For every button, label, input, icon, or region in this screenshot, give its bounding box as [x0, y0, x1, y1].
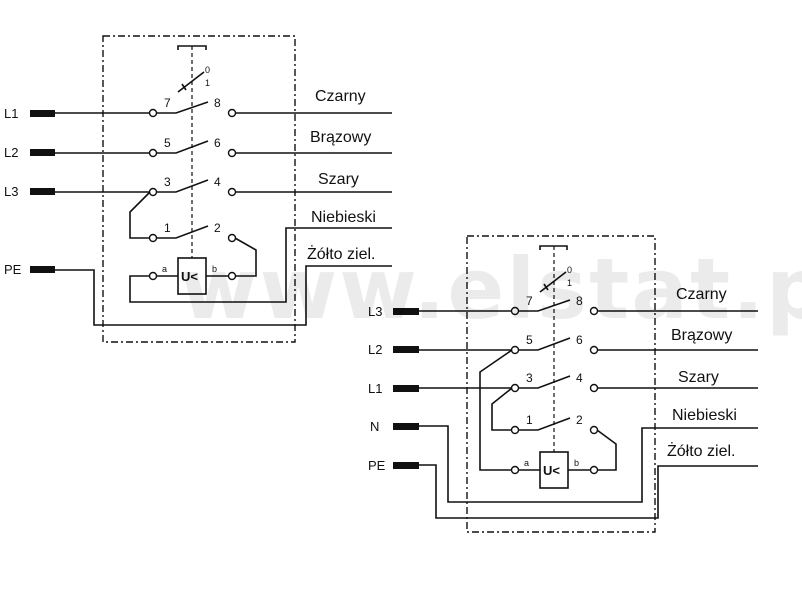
node-1-2: [510, 425, 520, 435]
contact-1-2: 1: [526, 413, 533, 427]
output-zolto-1: Żółto ziel.: [307, 244, 375, 263]
contact-1: 1: [164, 221, 171, 235]
input-label-L2-2: L2: [368, 342, 382, 357]
relay-loop-1: [129, 227, 392, 303]
switch-5-6: [156, 140, 209, 154]
terminal-PE: [30, 266, 55, 273]
relay-label-2: U<: [543, 463, 560, 478]
bridge-5-a-2: [479, 349, 513, 471]
node-4: [227, 187, 237, 197]
switch-1-2-2: [518, 417, 571, 431]
output-szary-2: Szary: [678, 369, 719, 386]
diagram-1: 0 1 L1 L2 L3 PE 7 8 5 6 3 4: [4, 35, 392, 343]
node-1: [148, 233, 158, 243]
relay-term-a-1: a: [162, 264, 167, 274]
contact-2: 2: [214, 221, 221, 235]
contact-6: 6: [214, 136, 221, 150]
wire-2-to-b-2: [596, 429, 617, 471]
contact-2-2: 2: [576, 413, 583, 427]
relay-label-1: U<: [181, 269, 198, 284]
output-niebieski-1: Niebieski: [311, 209, 376, 226]
node-2-2: [589, 425, 599, 435]
switch-pos-1-2: 1: [567, 278, 572, 288]
node-5-2: [510, 345, 520, 355]
contact-3-2: 3: [526, 371, 533, 385]
terminal-L1: [30, 110, 55, 117]
switch-1-2: [156, 225, 209, 239]
enclosure-1: [102, 35, 296, 343]
wire-PE-2: [419, 464, 758, 519]
bridge-3-1: [129, 191, 151, 239]
contact-5-2: 5: [526, 333, 533, 347]
output-czarny-1: Czarny: [315, 88, 366, 105]
node-6: [227, 148, 237, 158]
relay-box-1: [177, 257, 207, 295]
input-label-N-2: N: [370, 419, 379, 434]
node-3: [148, 187, 158, 197]
switch-3-4: [156, 179, 209, 193]
node-b-2: [589, 465, 599, 475]
output-brazowy-1: Brązowy: [310, 129, 371, 146]
input-label-PE: PE: [4, 262, 22, 277]
switch-3-4-2: [518, 375, 571, 389]
node-8: [227, 108, 237, 118]
contact-7-2: 7: [526, 294, 533, 308]
wire-2-to-b: [234, 237, 257, 277]
node-4-2: [589, 383, 599, 393]
output-brazowy-2: Brązowy: [671, 327, 732, 344]
contact-8: 8: [214, 96, 221, 110]
switch-pos-0-1: 0: [205, 65, 210, 75]
contact-8-2: 8: [576, 294, 583, 308]
node-b-1: [227, 271, 237, 281]
relay-term-a-2: a: [524, 458, 529, 468]
watermark: www.elstat.pl: [180, 240, 802, 338]
switch-pos-0-2: 0: [567, 265, 572, 275]
switch-5-6-2: [518, 337, 571, 351]
selector-symbol-1: [177, 71, 205, 93]
input-label-PE-2: PE: [368, 458, 386, 473]
relay-term-b-2: b: [574, 458, 579, 468]
bridge-3-1-2: [491, 387, 513, 431]
input-label-L2: L2: [4, 145, 18, 160]
terminal-PE-2: [393, 462, 419, 469]
input-label-L1-2: L1: [368, 381, 382, 396]
node-3-2: [510, 383, 520, 393]
contact-4: 4: [214, 175, 221, 189]
contact-3: 3: [164, 175, 171, 189]
switch-7-8: [156, 101, 209, 114]
node-6-2: [589, 345, 599, 355]
wire-N-2: [419, 425, 758, 503]
wire-PE-1: [55, 265, 392, 326]
diagram-2: 0 1 L3 L2 L1 N PE 7 8 5 6 3: [368, 235, 758, 533]
terminal-L2: [30, 149, 55, 156]
output-szary-1: Szary: [318, 171, 359, 188]
node-a-1: [148, 271, 158, 281]
output-niebieski-2: Niebieski: [672, 407, 737, 424]
terminal-L3: [30, 188, 55, 195]
contact-6-2: 6: [576, 333, 583, 347]
terminal-L1-2: [393, 385, 419, 392]
contact-7: 7: [164, 96, 171, 110]
input-label-L1: L1: [4, 106, 18, 121]
terminal-L2-2: [393, 346, 419, 353]
node-a-2: [510, 465, 520, 475]
input-label-L3-2: L3: [368, 304, 382, 319]
contact-5: 5: [164, 136, 171, 150]
output-czarny-2: Czarny: [676, 286, 727, 303]
enclosure-2: [466, 235, 656, 533]
node-7: [148, 108, 158, 118]
selector-symbol-2: [539, 271, 567, 293]
switch-7-8-2: [518, 299, 571, 312]
node-5: [148, 148, 158, 158]
switch-pos-1-1: 1: [205, 78, 210, 88]
terminal-N-2: [393, 423, 419, 430]
terminal-L3-2: [393, 308, 419, 315]
contact-4-2: 4: [576, 371, 583, 385]
relay-term-b-1: b: [212, 264, 217, 274]
input-label-L3: L3: [4, 184, 18, 199]
output-zolto-2: Żółto ziel.: [667, 441, 735, 460]
